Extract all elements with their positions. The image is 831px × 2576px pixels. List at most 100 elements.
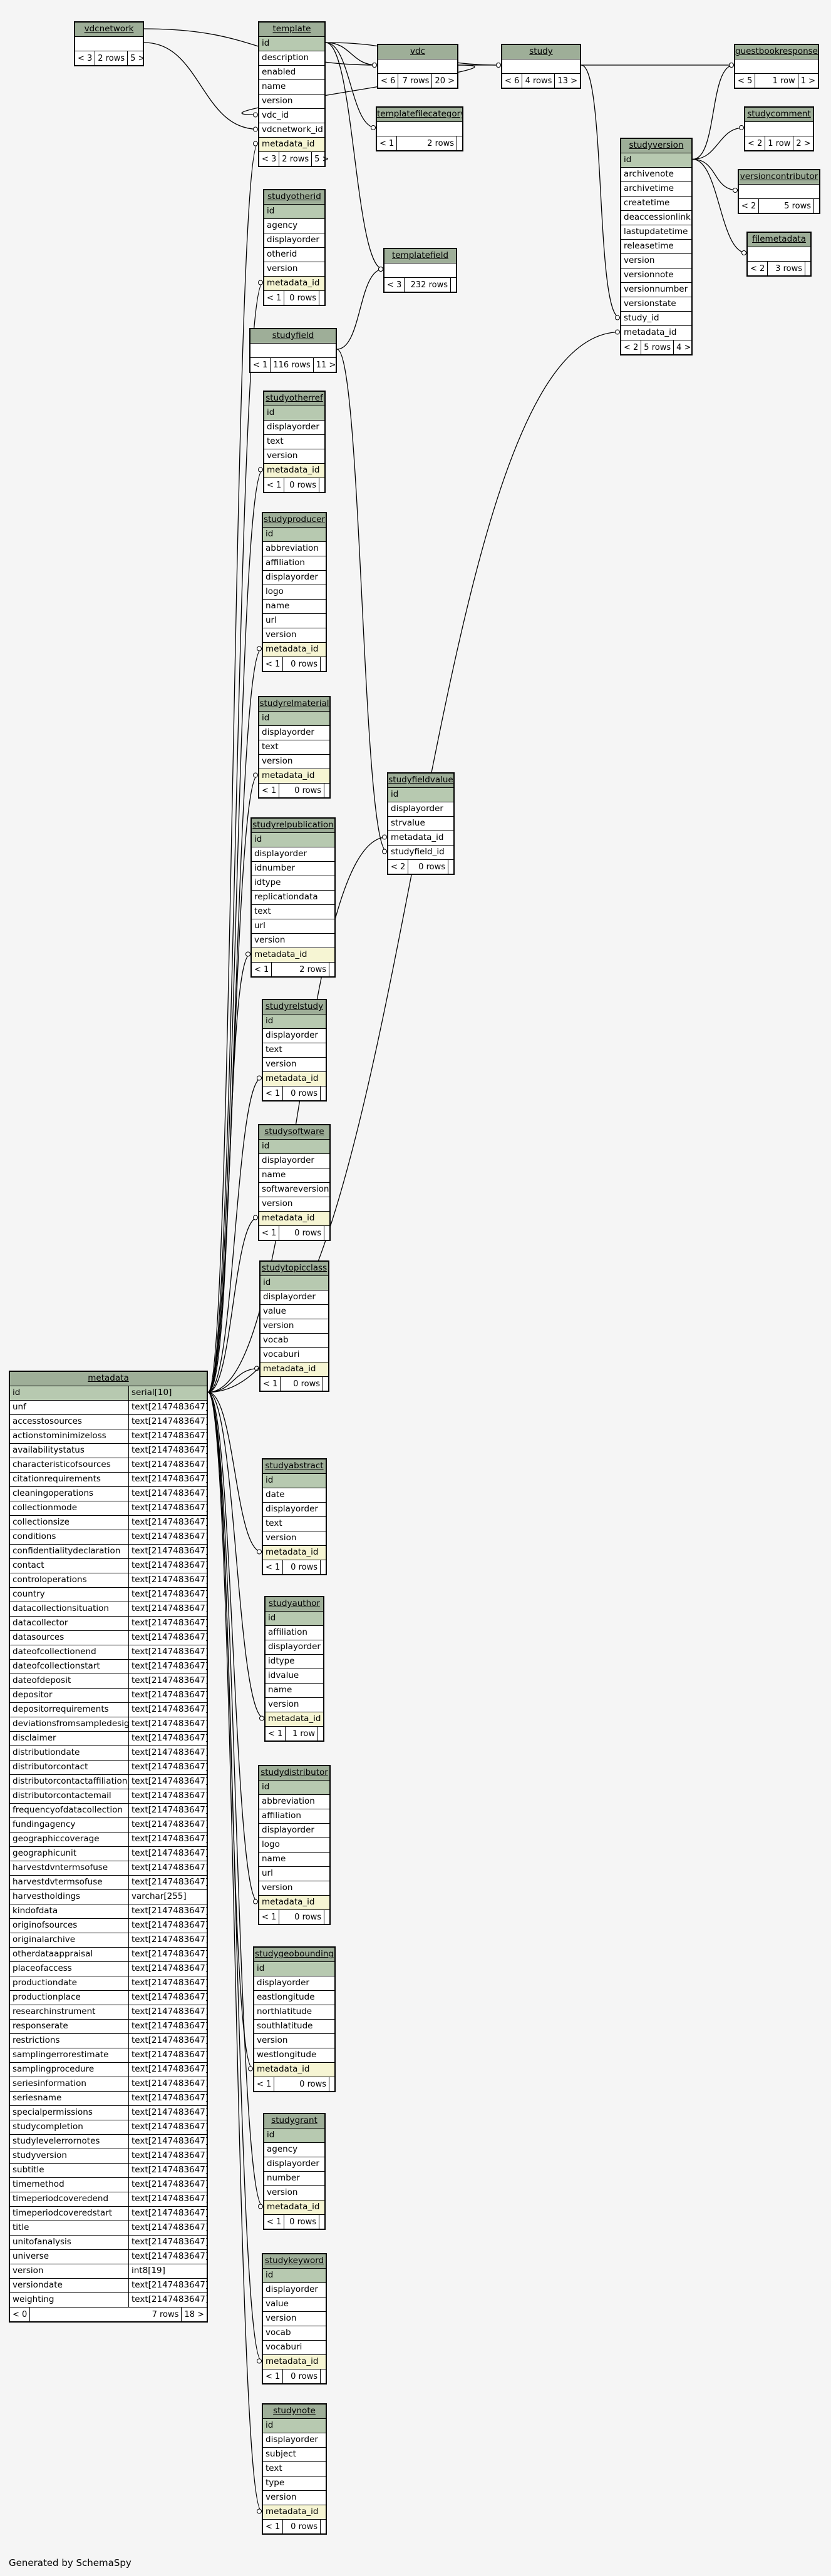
column-row[interactable]: displayorder [263, 2433, 326, 2448]
table-name[interactable]: study [529, 46, 553, 56]
parents-count[interactable]: < 3 [259, 152, 280, 166]
column-row[interactable]: displayorder [252, 847, 334, 862]
column-row[interactable]: strvalue [388, 817, 453, 831]
children-count[interactable] [457, 136, 462, 150]
column-row[interactable]: metadata_id [263, 2505, 326, 2520]
table-name[interactable]: metadata [88, 1373, 129, 1383]
column-row[interactable]: metadata_id [266, 1712, 323, 1727]
column-row[interactable]: idnumber [252, 862, 334, 876]
column-row[interactable]: metadata_id [261, 1362, 328, 1377]
column-row[interactable]: displayorder [263, 2283, 326, 2297]
column-row[interactable]: displayorder [259, 1154, 329, 1168]
column-row[interactable]: metadata_id [263, 1072, 326, 1086]
table-header[interactable]: studyrelpublication [252, 819, 334, 833]
column-row[interactable]: metadata_id [621, 326, 691, 340]
parents-count[interactable]: < 2 [745, 136, 766, 150]
children-count[interactable] [329, 963, 334, 976]
children-count[interactable] [324, 1910, 329, 1924]
children-count[interactable] [451, 278, 456, 292]
column-row[interactable]: metadata_id [263, 2355, 326, 2369]
children-count[interactable] [329, 2077, 334, 2091]
column-row[interactable]: id [264, 406, 324, 421]
column-row[interactable]: id [264, 2129, 324, 2143]
children-count[interactable]: 11 > [316, 360, 336, 370]
column-row[interactable]: id [263, 1015, 326, 1029]
parents-count[interactable]: < 1 [263, 1086, 284, 1100]
table-name[interactable]: studyotherref [266, 393, 323, 403]
children-count[interactable]: 2 > [796, 138, 811, 148]
column-row[interactable]: abbreviation [259, 1795, 329, 1809]
table-header[interactable]: filemetadata [748, 233, 810, 247]
parents-count[interactable]: < 1 [264, 291, 285, 305]
column-row[interactable]: text [263, 2462, 326, 2476]
column-row[interactable]: id [388, 788, 453, 802]
column-row[interactable]: agency [264, 2143, 324, 2157]
parents-count[interactable]: < 1 [252, 963, 272, 976]
parents-count[interactable]: < 6 [378, 74, 399, 88]
column-row[interactable]: version [261, 1319, 328, 1334]
column-row[interactable]: id [621, 153, 691, 168]
column-row[interactable]: metadata_id [259, 1212, 329, 1226]
parents-count[interactable]: < 1 [254, 2077, 275, 2091]
column-row[interactable]: value [263, 2297, 326, 2312]
column-row[interactable]: logo [259, 1838, 329, 1853]
column-row[interactable]: enabled [259, 66, 324, 80]
column-row[interactable]: metadata_id [252, 948, 334, 963]
column-row[interactable]: name [266, 1684, 323, 1698]
table-name[interactable]: studyrelmaterial [259, 698, 329, 708]
parents-count[interactable]: < 1 [263, 2520, 284, 2533]
column-row[interactable]: westlongitude [254, 2048, 334, 2063]
parents-count[interactable]: < 5 [735, 74, 756, 88]
column-row[interactable]: metadata_id [264, 2200, 324, 2215]
parents-count[interactable]: < 2 [621, 340, 642, 354]
parents-count[interactable]: < 1 [264, 2215, 285, 2229]
table-name[interactable]: vdcnetwork [84, 24, 134, 34]
column-row[interactable]: vocaburi [261, 1348, 328, 1362]
table-name[interactable]: studyfieldvalue [388, 775, 453, 785]
parents-count[interactable]: < 3 [75, 51, 96, 65]
column-row[interactable]: name [259, 1853, 329, 1867]
column-row[interactable]: metadata_id [264, 464, 324, 478]
column-row[interactable]: vdc_id [259, 109, 324, 123]
column-row[interactable]: version [263, 1058, 326, 1072]
children-count[interactable] [319, 291, 324, 305]
column-row[interactable]: northlatitude [254, 2005, 334, 2020]
column-row[interactable]: metadata_id [263, 643, 326, 657]
table-header[interactable]: studyauthor [266, 1597, 323, 1612]
column-row[interactable]: date [263, 1488, 326, 1503]
parents-count[interactable]: < 2 [748, 262, 768, 275]
column-row[interactable]: vocab [261, 1334, 328, 1348]
column-row[interactable]: releasetime [621, 240, 691, 254]
column-row[interactable]: version [263, 2491, 326, 2505]
column-row[interactable]: study_id [621, 312, 691, 326]
table-name[interactable]: studyotherid [267, 192, 321, 202]
